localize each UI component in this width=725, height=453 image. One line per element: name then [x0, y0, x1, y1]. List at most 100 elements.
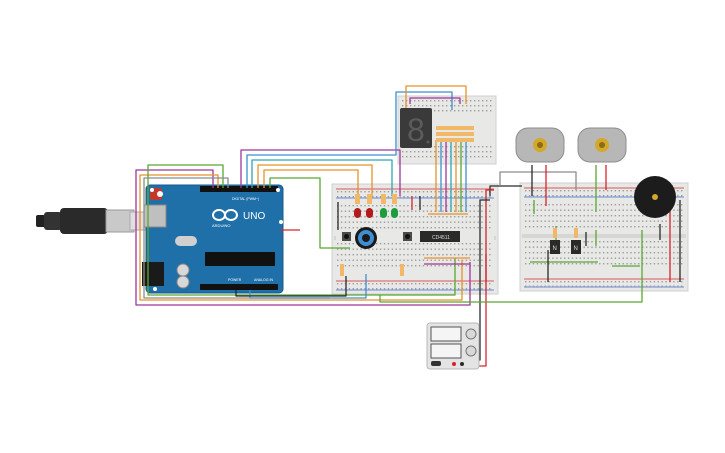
breadboard-hole [665, 215, 667, 217]
breadboard-hole [481, 259, 483, 261]
breadboard-hole [642, 257, 644, 259]
pushbutton-2[interactable] [403, 232, 412, 241]
breadboard-hole [525, 241, 527, 243]
breadboard-hole [348, 259, 351, 261]
breadboard-hole [606, 246, 609, 248]
breadboard-hole [383, 205, 386, 207]
breadboard-hole [415, 248, 417, 250]
breadboard-hole [348, 221, 351, 223]
breadboard-hole [649, 263, 652, 265]
breadboard-hole [610, 263, 613, 265]
breadboard-hole [614, 204, 617, 206]
breadboard-hole [657, 226, 659, 228]
breadboard-hole [442, 283, 444, 285]
breadboard-hole [395, 288, 397, 290]
breadboard-hole [677, 209, 679, 211]
breadboard-hole [430, 283, 432, 285]
breadboard-hole [446, 243, 448, 245]
breadboard-hole [473, 259, 475, 261]
breadboard-hole [560, 241, 562, 243]
breadboard-hole [548, 281, 550, 283]
breadboard-hole [575, 263, 578, 265]
breadboard-hole [525, 285, 527, 287]
breadboard-hole [446, 105, 448, 107]
breadboard-hole [430, 221, 432, 223]
breadboard-hole [626, 252, 628, 254]
breadboard-hole [442, 100, 444, 102]
breadboard-hole [360, 216, 362, 218]
breadboard-hole [402, 105, 404, 107]
breadboard-hole [442, 210, 444, 212]
breadboard-hole [411, 191, 413, 193]
breadboard-hole [415, 210, 417, 212]
breadboard-hole [426, 243, 429, 245]
breadboard-hole [642, 285, 644, 287]
breadboard-hole [360, 248, 362, 250]
breadboard-hole [606, 252, 609, 254]
breadboard-hole [630, 281, 632, 283]
breadboard-hole [430, 248, 432, 250]
breadboard-hole [603, 209, 605, 211]
breadboard-hole [465, 283, 468, 285]
breadboard-hole [411, 221, 413, 223]
breadboard-hole [478, 100, 480, 102]
breadboard-hole [567, 190, 570, 192]
breadboard-hole [528, 257, 531, 259]
breadboard-hole [677, 215, 679, 217]
breadboard-hole [681, 226, 683, 228]
breadboard-hole [376, 196, 378, 198]
potentiometer[interactable] [355, 227, 377, 249]
breadboard-hole [544, 190, 546, 192]
breadboard-hole [454, 254, 456, 256]
breadboard-hole [438, 100, 440, 102]
breadboard-hole [610, 195, 613, 197]
breadboard-hole [454, 191, 456, 193]
breadboard-hole [414, 105, 416, 107]
breadboard-hole [564, 226, 566, 228]
breadboard-hole [426, 210, 429, 212]
breadboard-hole [661, 226, 663, 228]
breadboard-hole [556, 257, 558, 259]
breadboard-hole [528, 226, 531, 228]
breadboard-hole [626, 209, 628, 211]
breadboard-hole [454, 151, 456, 153]
breadboard-hole [446, 227, 448, 229]
arduino-uno-board[interactable]: UNO ARDUINO DIGITAL (PWM~) POWER ANALOG … [142, 184, 284, 294]
breadboard-hole [649, 257, 652, 259]
breadboard-hole [599, 226, 601, 228]
breadboard-hole [379, 221, 382, 223]
breadboard-hole [364, 259, 366, 261]
breadboard-hole [681, 281, 683, 283]
breadboard-hole [603, 215, 605, 217]
breadboard-hole [606, 263, 609, 265]
breadboard-hole [599, 195, 601, 197]
breadboard-hole [618, 195, 620, 197]
breadboard-hole [677, 281, 679, 283]
breadboard-hole [442, 227, 444, 229]
breadboard-hole [489, 216, 491, 218]
breadboard-hole [434, 288, 436, 290]
breadboard-hole [352, 191, 354, 193]
breadboard-hole [469, 191, 471, 193]
breadboard-hole [634, 241, 636, 243]
breadboard-hole [552, 204, 554, 206]
breadboard-hole [387, 191, 390, 193]
breadboard-hole [540, 215, 542, 217]
breadboard-hole [434, 248, 436, 250]
breadboard-hole [657, 241, 659, 243]
breadboard-hole [450, 265, 452, 267]
breadboard-hole [525, 209, 527, 211]
breadboard-hole [630, 220, 632, 222]
breadboard-hole [454, 110, 456, 112]
breadboard-hole [489, 254, 491, 256]
breadboard-hole [536, 281, 539, 283]
pushbutton-1[interactable] [342, 232, 351, 241]
breadboard-hole [403, 205, 405, 207]
breadboard-hole [454, 146, 456, 148]
breadboard-hole [532, 195, 535, 197]
breadboard-hole [564, 257, 566, 259]
breadboard-hole [383, 227, 386, 229]
breadboard-hole [567, 257, 570, 259]
transistor-1-label: N [553, 246, 557, 252]
breadboard-hole [587, 241, 589, 243]
